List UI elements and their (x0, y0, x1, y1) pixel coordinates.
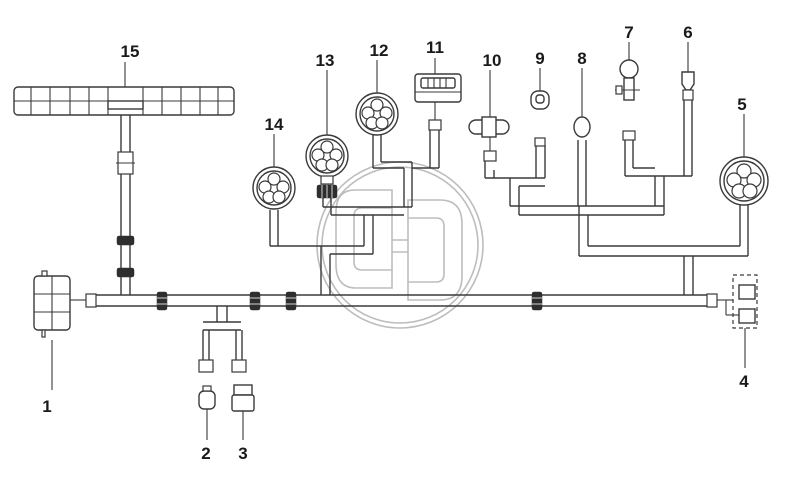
callout-labels: 1 2 3 4 5 6 7 8 9 10 11 12 13 14 15 (42, 23, 749, 463)
part-13-lamp (305, 70, 349, 199)
callout-10: 10 (483, 51, 502, 70)
callout-15: 15 (121, 42, 140, 61)
right-harness-tree (484, 100, 749, 295)
callout-2: 2 (201, 444, 210, 463)
part-11-lamp (414, 58, 462, 131)
callout-11: 11 (426, 38, 444, 57)
main-trunk (70, 293, 726, 308)
part-14-lamp (252, 134, 296, 210)
callout-4: 4 (739, 372, 749, 391)
center-harness-tree (269, 130, 440, 295)
part-10-lamp (468, 70, 510, 162)
callout-6: 6 (683, 23, 692, 42)
callout-14: 14 (265, 115, 284, 134)
part-9-lamp (530, 68, 550, 147)
part-2-sensor (198, 359, 216, 440)
part-8-sensor (573, 68, 591, 138)
callout-9: 9 (535, 49, 544, 68)
callout-8: 8 (577, 49, 586, 68)
callout-12: 12 (370, 41, 389, 60)
callout-3: 3 (238, 444, 247, 463)
callout-1: 1 (42, 397, 51, 416)
lower-branch (202, 306, 243, 362)
part-12-lamp (355, 60, 399, 136)
callout-7: 7 (624, 23, 633, 42)
trunk-bands (156, 291, 543, 311)
part-5-lamp (719, 114, 769, 206)
callout-13: 13 (316, 51, 335, 70)
watermark-logo (316, 161, 484, 329)
part-4-connector (725, 274, 758, 368)
part-1-battery (33, 270, 71, 390)
part-7-switch (615, 42, 640, 141)
part-15-light-bar (13, 62, 235, 295)
part-3-sensor (231, 359, 255, 440)
callout-5: 5 (737, 95, 746, 114)
part-6-sensor (681, 42, 695, 101)
